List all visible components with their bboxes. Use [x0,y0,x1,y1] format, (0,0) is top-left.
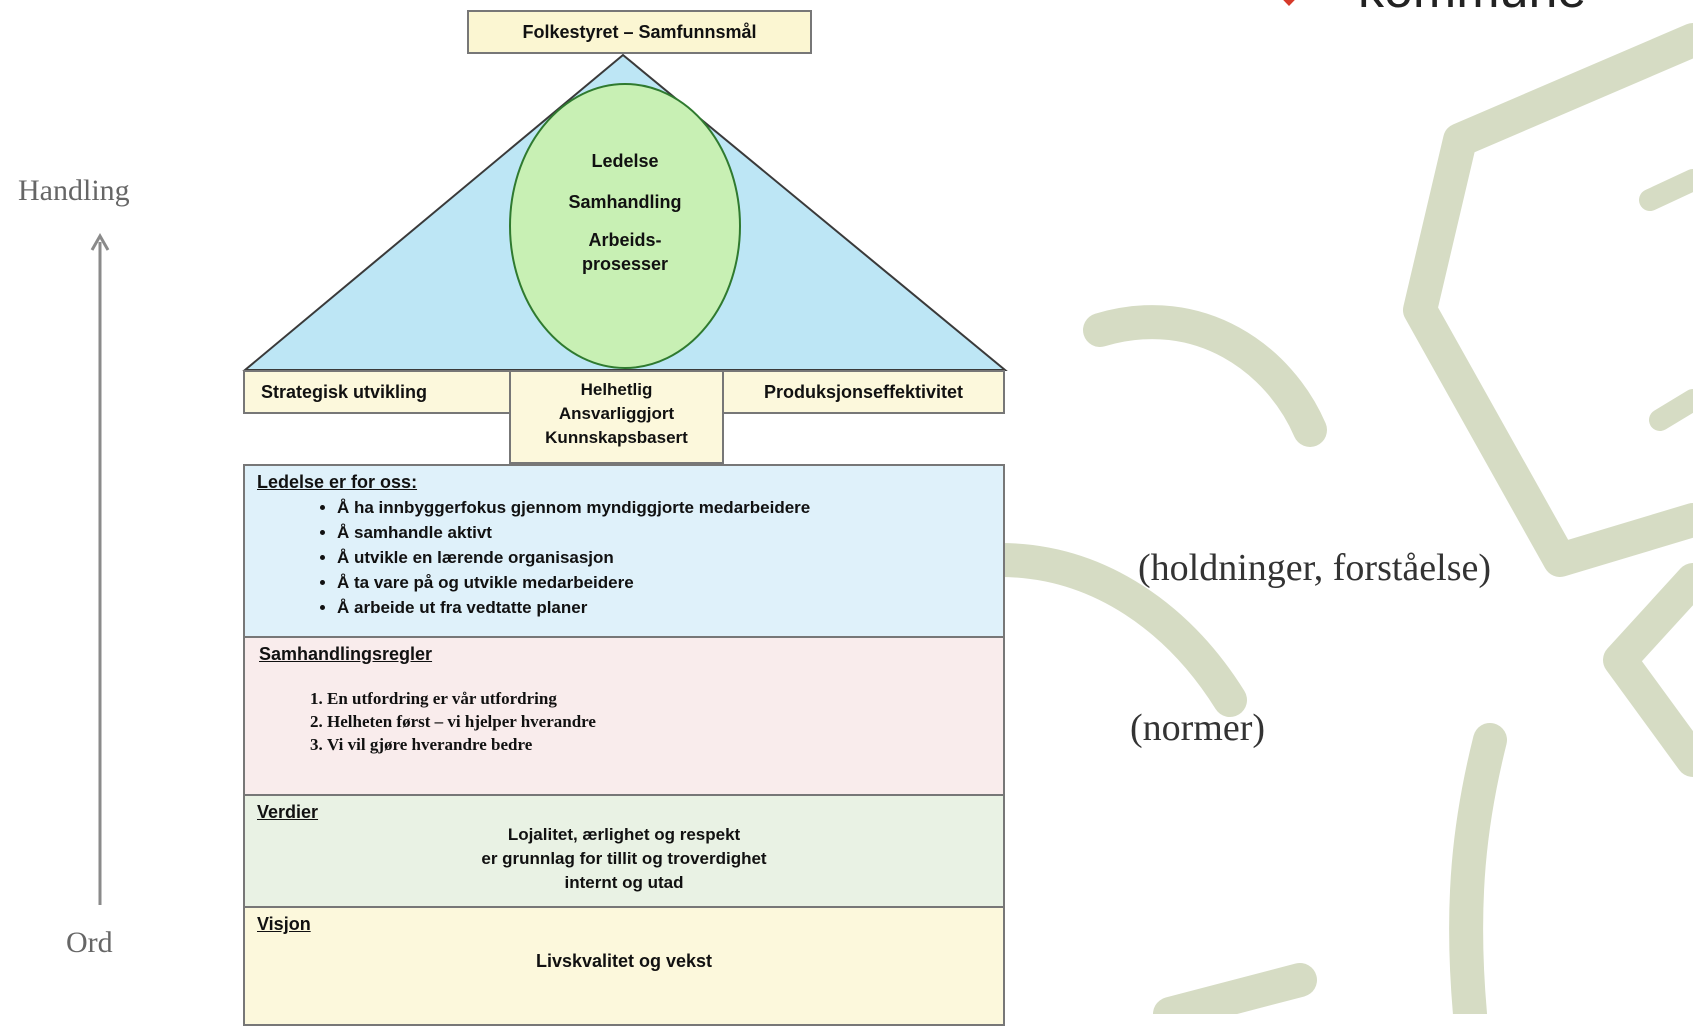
values-section: Verdier Lojalitet, ærlighet og respekt e… [243,794,1005,908]
logo-heart-icon [1283,0,1295,6]
axis-bottom-label: Ord [66,926,113,959]
axis-arrow-head [90,232,110,251]
watermark-logo-shape [983,23,1693,1014]
circle-line-leadership: Ledelse [591,151,659,171]
vision-section: Visjon Livskvalitet og vekst [243,906,1005,1026]
attitudes-note: (holdninger, forståelse) [1138,547,1492,589]
core-circle-text: Ledelse Samhandling Arbeids- prosesser [545,146,705,276]
vision-heading: Visjon [257,914,311,934]
axis-top-label: Handling [18,174,130,207]
circle-line-processes: prosesser [581,254,669,274]
pillar-efficiency-label: Produksjonseffektivitet [763,382,964,402]
leadership-item: Å arbeide ut fra vedtatte planer [337,595,1003,620]
core-circle [509,83,741,369]
values-line1: Lojalitet, ærlighet og respekt [507,825,741,844]
leadership-item: Å utvikle en lærende organisasjon [337,545,1003,570]
leadership-item: Å ha innbyggerfokus gjennom myndiggjorte… [337,495,1003,520]
values-line3: internt og utad [564,873,684,892]
rules-item: Helheten først – vi hjelper hverandre [327,710,1003,733]
values-heading: Verdier [257,802,319,822]
pillar-holistic: Helhetlig Ansvarliggjort Kunnskapsbasert [509,370,724,464]
pillar-strategic-label: Strategisk utvikling [261,382,428,402]
rules-section: Samhandlingsregler En utfordring er vår … [243,636,1005,796]
circle-line-work: Arbeids- [588,230,662,250]
leadership-item: Å ta vare på og utvikle medarbeidere [337,570,1003,595]
rules-item: Vi vil gjøre hverandre bedre [327,733,1003,756]
norms-note: (normer) [1130,707,1266,749]
pillar-strategic: Strategisk utvikling [243,370,511,414]
leadership-section: Ledelse er for oss: Å ha innbyggerfokus … [243,464,1005,638]
circle-line-collaboration: Samhandling [568,192,682,212]
watermark-logo-inner [1639,169,1693,431]
logo: kommune [1258,0,1678,20]
rules-heading: Samhandlingsregler [259,644,433,664]
values-line2: er grunnlag for tillit og troverdighet [481,849,767,868]
leadership-item: Å samhandle aktivt [337,520,1003,545]
pillar-holistic-line2: Ansvarliggjort [558,404,675,423]
top-box: Folkestyret – Samfunnsmål [467,10,812,54]
leadership-list: Å ha innbyggerfokus gjennom myndiggjorte… [257,495,1003,620]
rules-list: En utfordring er vår utfordring Helheten… [259,687,1003,756]
vision-text: Livskvalitet og vekst [535,951,713,971]
pillar-holistic-line3: Kunnskapsbasert [545,428,688,447]
rules-item: En utfordring er vår utfordring [327,687,1003,710]
pillar-holistic-line1: Helhetlig [580,380,653,399]
logo-wordmark: kommune [1358,0,1586,20]
values-text: Lojalitet, ærlighet og respekt er grunnl… [245,823,1003,895]
leadership-heading: Ledelse er for oss: [257,472,418,492]
pillar-efficiency: Produksjonseffektivitet [722,370,1005,414]
top-box-label: Folkestyret – Samfunnsmål [522,22,757,42]
